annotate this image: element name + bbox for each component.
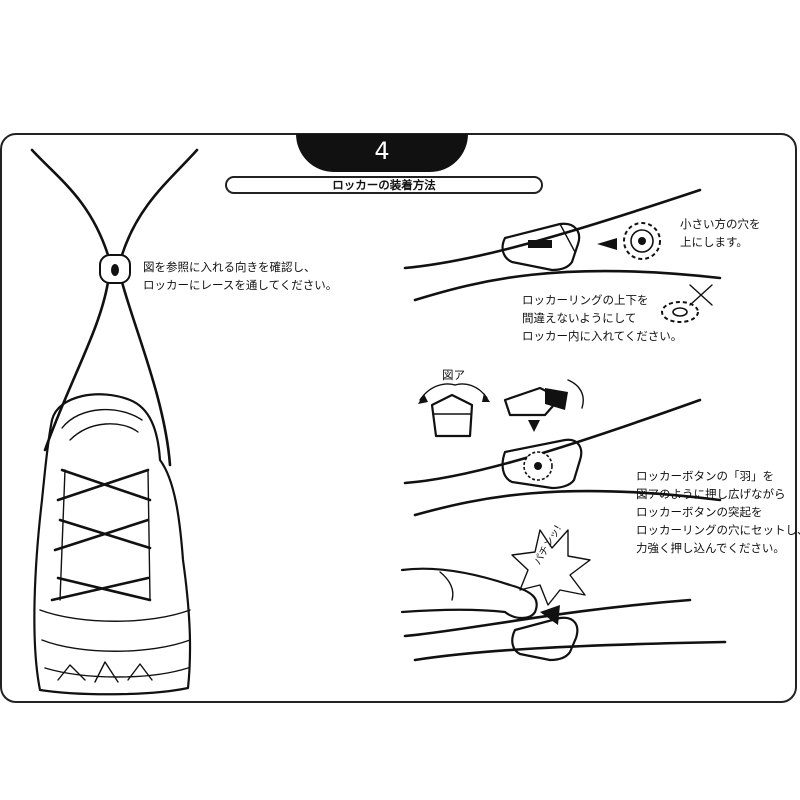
insert-lace-line-2: ロッカーにレースを通してください。 (143, 276, 337, 294)
insert-lace-note: 図を参照に入れる向きを確認し、 ロッカーにレースを通してください。 (143, 258, 337, 294)
gear-ring-icon (624, 223, 660, 259)
shoe-illustration (32, 150, 197, 694)
arrow-left-icon (597, 238, 617, 250)
insert-lace-line-1: 図を参照に入れる向きを確認し、 (143, 258, 337, 276)
ring-orientation-line-2: 間違えないようにして (522, 309, 682, 327)
button-wings-line-2: 図アのように押し広げながら (636, 485, 800, 503)
button-wings-line-5: 力強く押し込んでください。 (636, 539, 800, 557)
fig-a-label: 図ア (442, 366, 465, 384)
ring-orientation-line-3: ロッカー内に入れてください。 (522, 327, 682, 345)
ring-orientation-line-1: ロッカーリングの上下を (522, 291, 682, 309)
ring-orientation-note: ロッカーリングの上下を 間違えないようにして ロッカー内に入れてください。 (522, 291, 682, 345)
down-arrow-icon (528, 420, 540, 432)
locker-laces-top (405, 190, 720, 300)
locker-icon (100, 255, 130, 283)
button-wings-line-4: ロッカーリングの穴にセットし、 (636, 521, 800, 539)
small-hole-up-line-1: 小さい方の穴を (680, 215, 761, 233)
cross-mark-icon (690, 285, 712, 305)
button-wings-note: ロッカーボタンの「羽」を 図アのように押し広げながら ロッカーボタンの突起を ロ… (636, 467, 800, 557)
small-hole-up-note: 小さい方の穴を 上にします。 (680, 215, 761, 251)
rotate-arrow-icon (418, 384, 490, 404)
small-hole-up-line-2: 上にします。 (680, 233, 761, 251)
button-wings-line-1: ロッカーボタンの「羽」を (636, 467, 800, 485)
locker-button-part (505, 380, 583, 415)
button-wings-line-3: ロッカーボタンの突起を (636, 503, 800, 521)
fig-a-button-icon (432, 395, 472, 436)
